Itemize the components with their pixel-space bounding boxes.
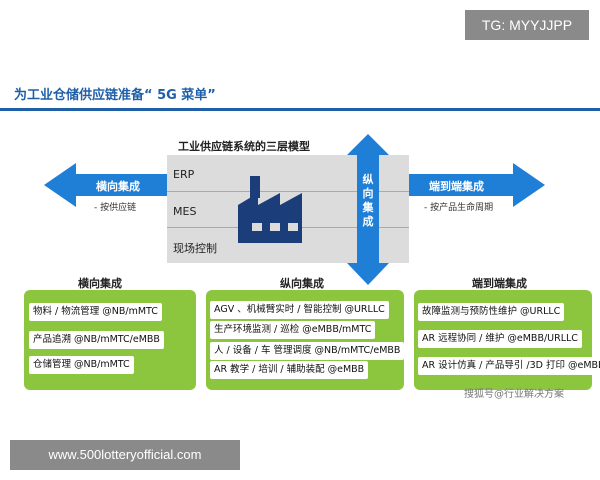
layer-mes: MES <box>173 205 197 218</box>
model-title: 工业供应链系统的三层模型 <box>178 140 310 153</box>
title-divider <box>0 108 600 111</box>
page-title: 为工业仓储供应链准备“ 5G 菜单” <box>14 88 216 103</box>
vertical-arrow-label: 纵向集成 <box>362 173 374 228</box>
list-item: 产品追溯 @NB/mMTC/eMBB <box>29 331 164 349</box>
list-item: AR 设计仿真 / 产品导引 /3D 打印 @eMBB <box>418 357 600 375</box>
left-arrow-label: 横向集成 <box>96 180 140 193</box>
site-badge: www.500lotteryofficial.com <box>10 440 240 470</box>
vertical-arrow <box>347 134 389 285</box>
end-to-end-integration-box: 故障监测与预防性维护 @URLLC AR 远程协同 / 维护 @eMBB/URL… <box>414 290 600 390</box>
layer-erp: ERP <box>173 168 195 181</box>
list-item: 生产环境监测 / 巡检 @eMBB/mMTC <box>210 321 376 339</box>
vertical-integration-box: AGV 、机械臂实时 / 智能控制 @URLLC 生产环境监测 / 巡检 @eM… <box>206 290 405 390</box>
column-title-end-to-end: 端到端集成 <box>472 277 527 290</box>
right-arrow-sub: - 按产品生命周期 <box>424 203 494 213</box>
right-arrow-label: 端到端集成 <box>429 180 484 193</box>
list-item: 故障监测与预防性维护 @URLLC <box>418 303 565 321</box>
column-title-horizontal: 横向集成 <box>78 277 122 290</box>
right-arrow <box>409 163 545 207</box>
list-item: 仓储管理 @NB/mMTC <box>29 356 134 374</box>
list-item: 人 / 设备 / 车 管理调度 @NB/mMTC/eMBB <box>210 342 405 360</box>
layer-field-control: 现场控制 <box>173 242 217 255</box>
column-title-vertical: 纵向集成 <box>280 277 324 290</box>
horizontal-integration-box: 物料 / 物流管理 @NB/mMTC 产品追溯 @NB/mMTC/eMBB 仓储… <box>24 290 196 390</box>
factory-icon <box>238 176 302 243</box>
list-item: AR 教学 / 培训 / 辅助装配 @eMBB <box>210 361 369 379</box>
left-arrow-sub: - 按供应链 <box>94 203 137 213</box>
tg-badge: TG: MYYJJPP <box>465 10 589 40</box>
layer-divider <box>167 191 409 192</box>
source-watermark: 搜狐号@行业解决方案 <box>464 389 564 400</box>
list-item: AGV 、机械臂实时 / 智能控制 @URLLC <box>210 301 389 319</box>
list-item: AR 远程协同 / 维护 @eMBB/URLLC <box>418 330 582 348</box>
left-arrow <box>44 163 167 207</box>
list-item: 物料 / 物流管理 @NB/mMTC <box>29 303 162 321</box>
